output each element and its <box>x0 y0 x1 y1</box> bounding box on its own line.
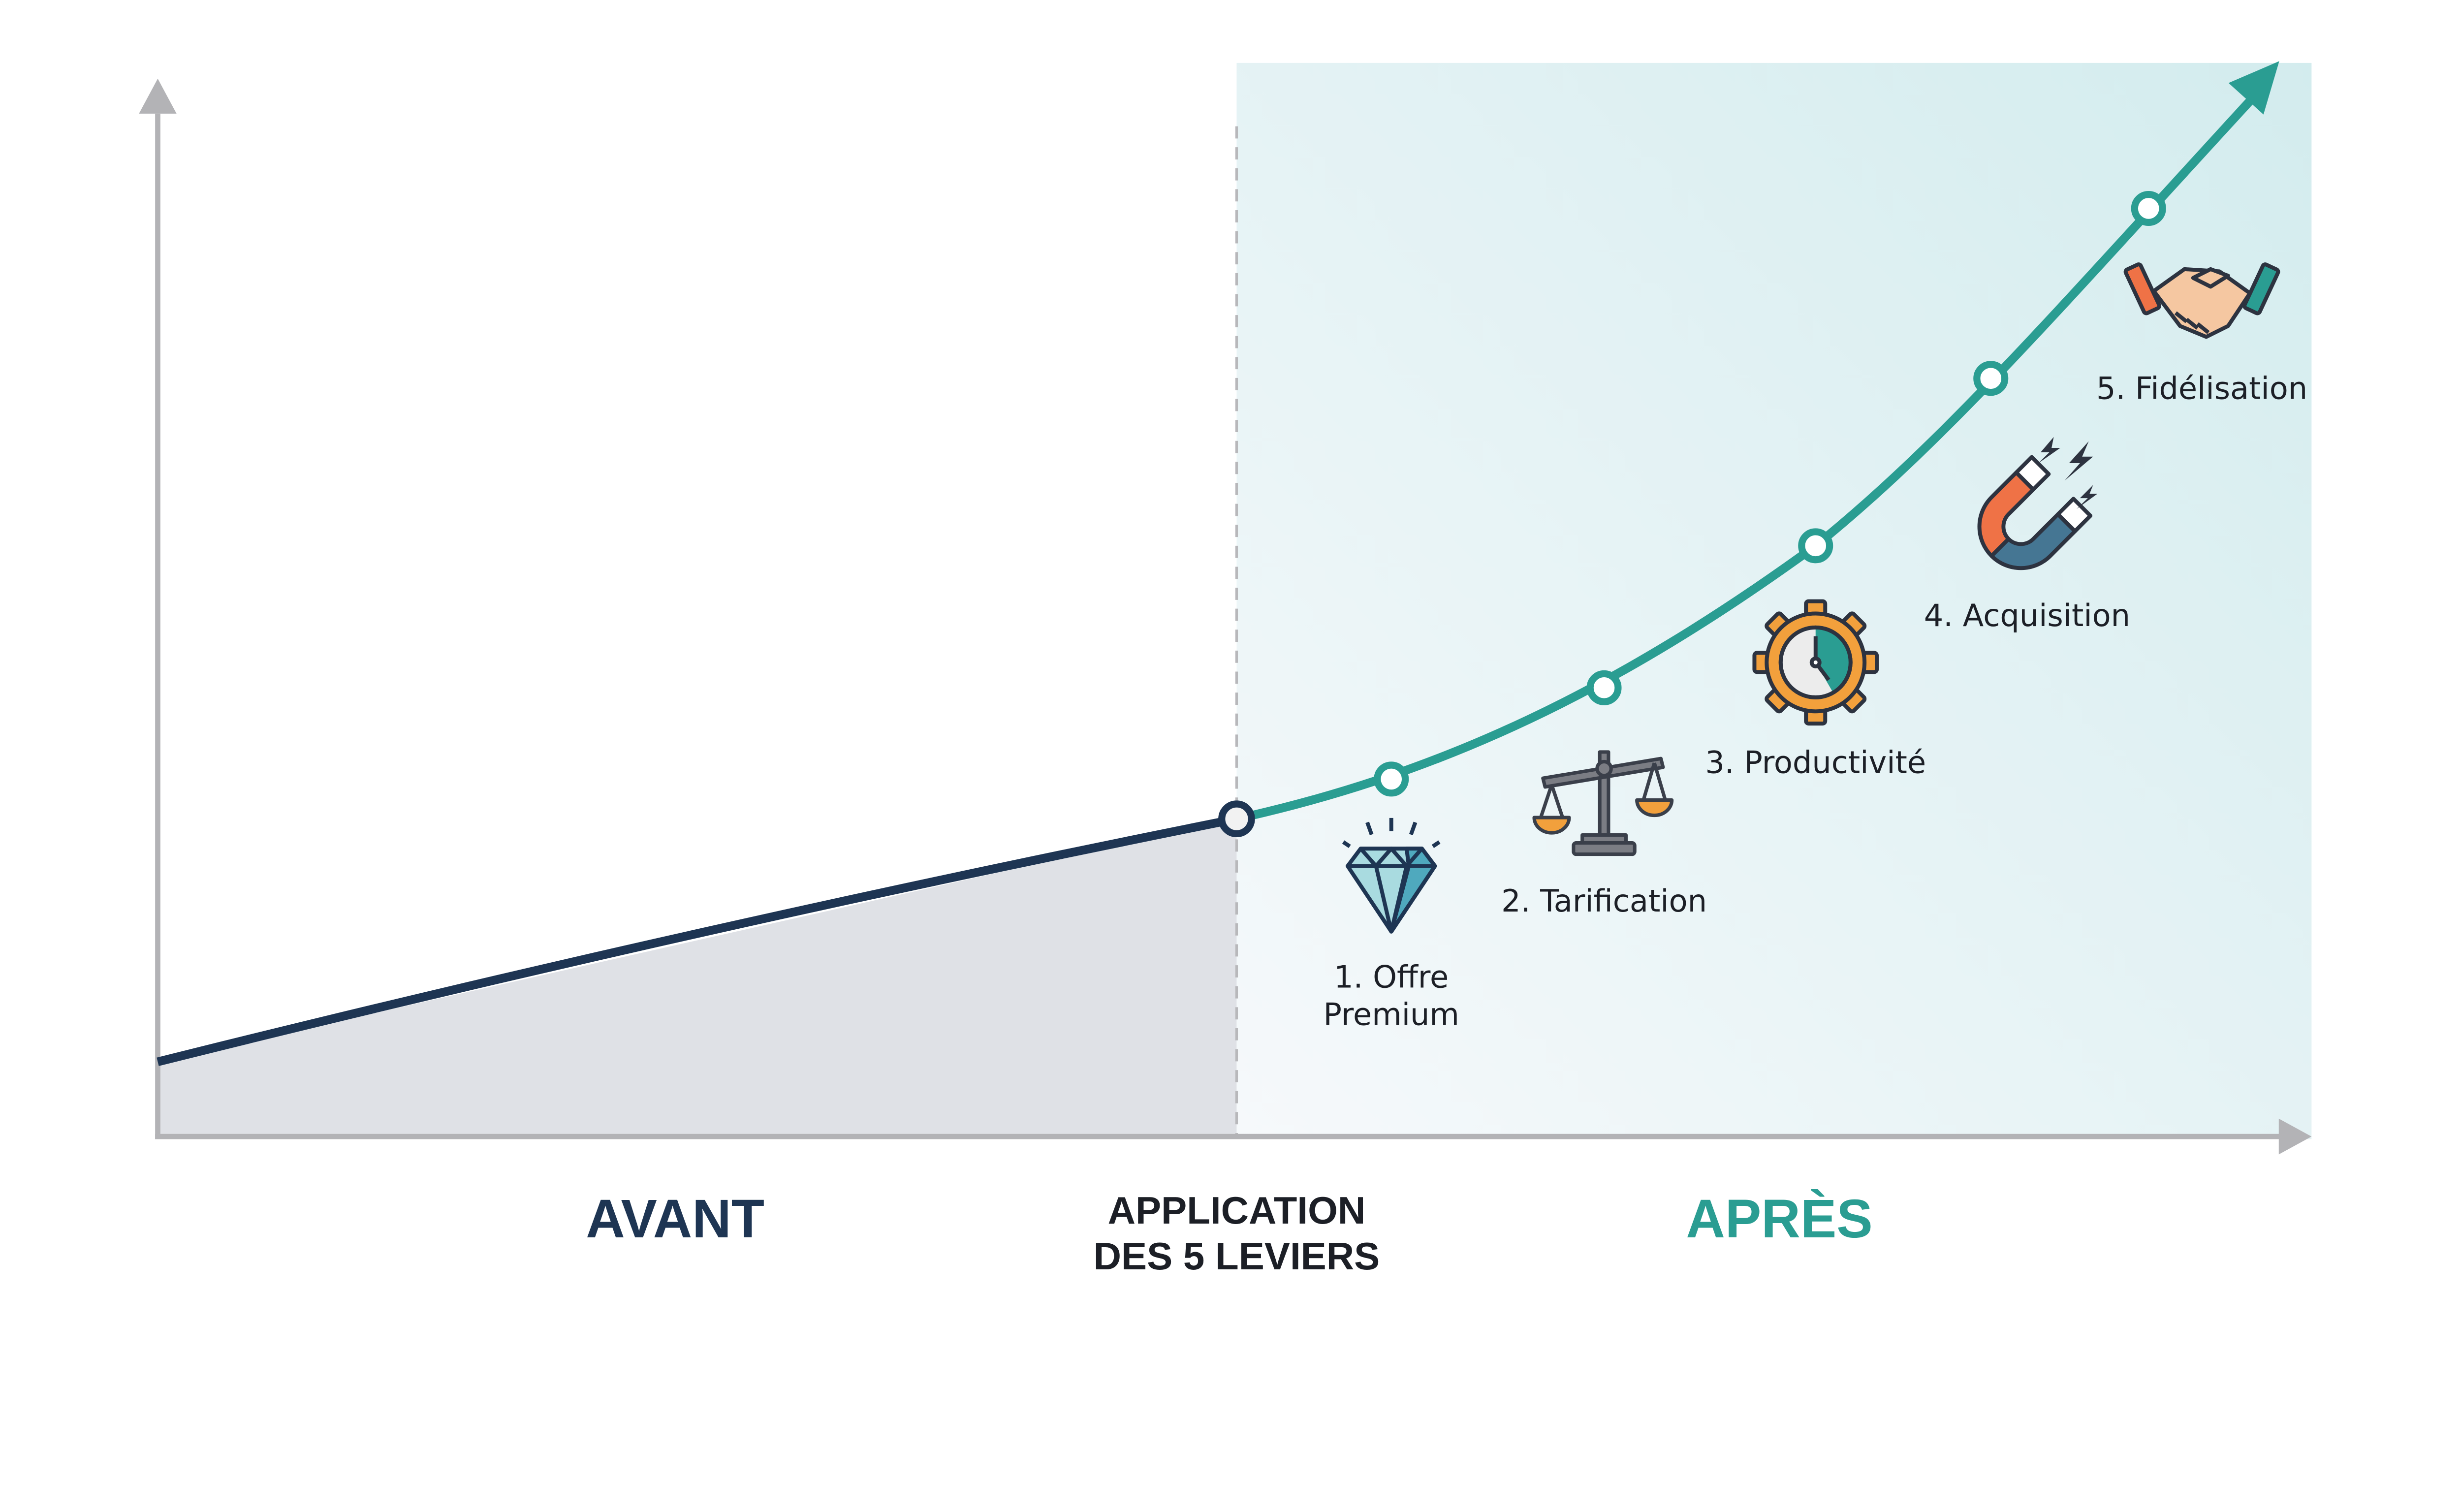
before-label: AVANT <box>586 1189 764 1249</box>
scale-icon <box>1532 750 1674 856</box>
milestone-1 <box>1374 761 1409 797</box>
magnet-icon <box>1977 455 2093 570</box>
growth-arrow-head <box>2228 61 2279 115</box>
lever-1-label-line1: 1. Offre <box>1334 959 1449 995</box>
milestone-5 <box>2131 190 2166 226</box>
lever-2-label: 2. Tarification <box>1501 883 1707 919</box>
milestone-3 <box>1798 528 1833 564</box>
diamond-icon <box>1342 818 1441 934</box>
before-area-fill <box>158 819 1237 1139</box>
growth-diagram: 1. Offre Premium 2. Tarification 3. Prod… <box>139 61 2312 1278</box>
milestone-4 <box>1973 361 2009 396</box>
before-line <box>157 814 1238 1066</box>
milestone-2 <box>1586 670 1622 705</box>
lever-3-label: 3. Productivité <box>1705 744 1926 780</box>
milestone-application <box>1218 800 1255 837</box>
handshake-icon <box>2123 262 2280 339</box>
lever-5-label: 5. Fidélisation <box>2096 371 2307 407</box>
after-region-background <box>1236 63 2312 1139</box>
magnet-spark-icons <box>2038 437 2098 509</box>
lever-4-label: 4. Acquisition <box>1924 598 2130 633</box>
after-label: APRÈS <box>1686 1189 1872 1249</box>
lever-1-label-line2: Premium <box>1323 997 1459 1033</box>
application-label-line2: DES 5 LEVIERS <box>1094 1234 1380 1278</box>
y-axis-arrow <box>139 78 177 114</box>
x-axis-arrow <box>2278 1118 2312 1155</box>
application-label-line1: APPLICATION <box>1108 1189 1366 1232</box>
gear-clock-icon <box>1752 599 1879 726</box>
